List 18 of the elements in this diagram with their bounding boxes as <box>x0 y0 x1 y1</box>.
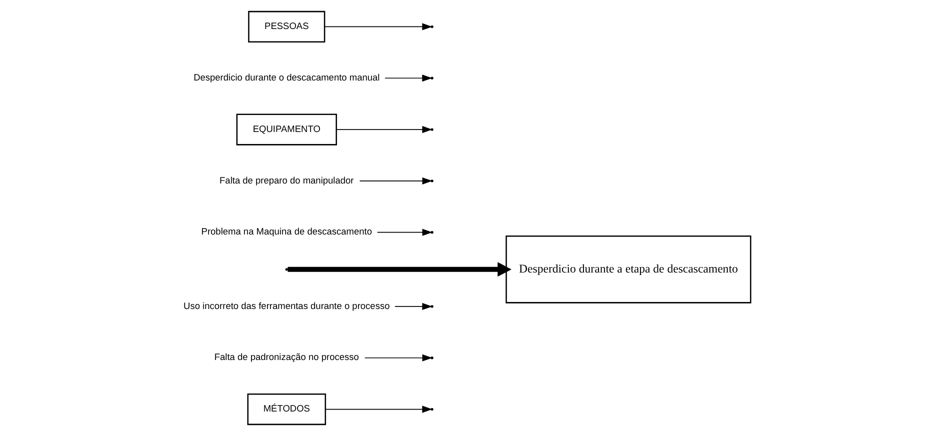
arrow <box>324 23 432 30</box>
node-box: MÉTODOS <box>246 393 326 426</box>
node-text: Desperdicio durante o descacamento manual <box>193 72 380 82</box>
node-text: Falta de padronização no processo <box>214 352 358 362</box>
arrow <box>364 354 432 362</box>
arrow <box>376 228 432 236</box>
node-box: PESSOAS <box>248 10 325 43</box>
arrow <box>358 177 432 184</box>
node-text: Falta de preparo do manipulador <box>219 175 354 186</box>
node-box: EQUIPAMENTO <box>236 114 336 146</box>
arrow <box>394 302 432 310</box>
node-box: Desperdicio durante a etapa de descascamento <box>505 235 751 304</box>
arrow <box>336 126 432 134</box>
arrow <box>384 74 432 82</box>
arrow <box>287 262 511 277</box>
node-text: Uso incorreto das ferramentas durante o processo <box>183 300 390 311</box>
arrow <box>324 406 432 413</box>
node-text: Problema na Maquina de descascamento <box>200 226 372 237</box>
